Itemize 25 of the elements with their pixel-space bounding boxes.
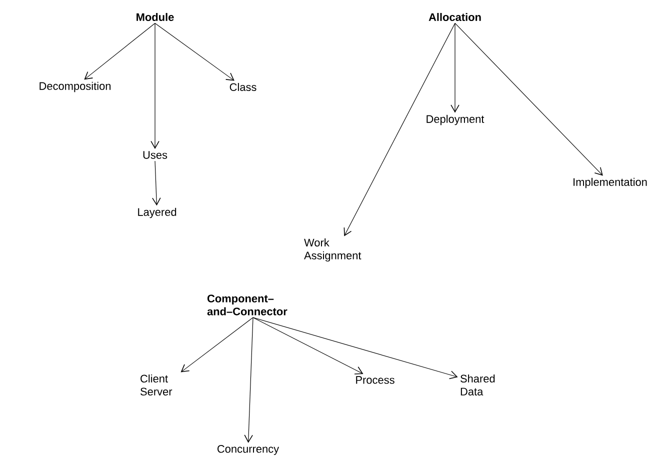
view-label: Implementation (574, 178, 647, 188)
arrow (150, 22, 160, 149)
arrow (152, 160, 161, 206)
arrow (252, 317, 458, 380)
arrow (344, 22, 456, 236)
view-label: Process (356, 376, 394, 384)
view-label: Uses (143, 151, 168, 159)
view-label: Layered (138, 208, 176, 218)
view-label: Class (230, 82, 256, 92)
view-label: Deployment (426, 114, 484, 126)
view-label: Shared Data (460, 374, 495, 396)
arrow (180, 317, 254, 372)
arrow (454, 22, 603, 176)
view-label: Work Assignment (304, 238, 362, 262)
view-title: Module (136, 12, 174, 22)
arrow (154, 22, 234, 81)
view-label: Decomposition (40, 82, 111, 92)
arrow (252, 317, 364, 374)
view-title: Component– and–Connector (207, 294, 288, 316)
view-title: Allocation (428, 12, 481, 22)
view-label: Client Server (140, 374, 172, 396)
arrow (84, 22, 156, 80)
arrow (450, 22, 460, 113)
view-label: Concurrency (218, 445, 280, 455)
arrow (244, 317, 254, 443)
